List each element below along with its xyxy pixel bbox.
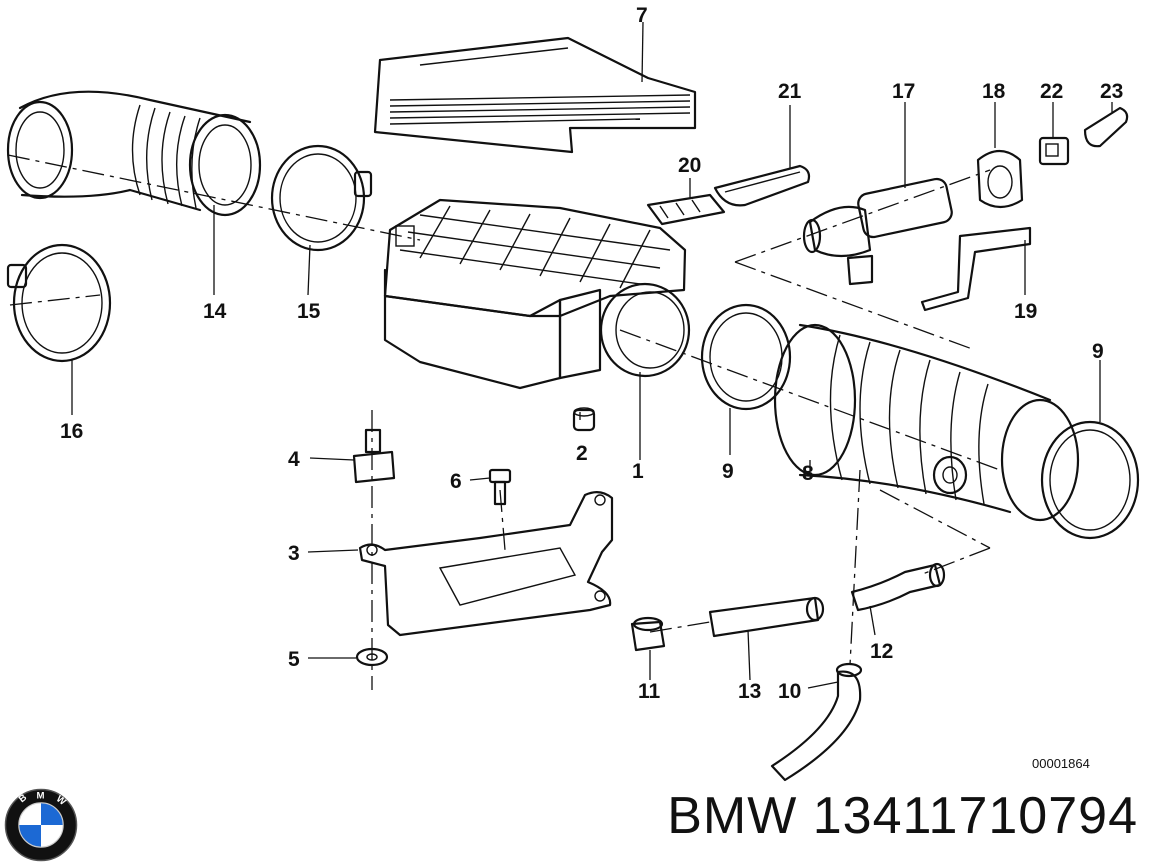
hose-clamp-9b [1040, 420, 1140, 540]
callout-3: 3 [288, 542, 300, 565]
bmw-logo-icon: B M W [4, 788, 78, 862]
callout-16: 16 [60, 420, 83, 443]
callout-1: 1 [632, 460, 644, 483]
mounting-bracket [358, 491, 614, 637]
diagram-reference-code: 00001864 [1032, 756, 1090, 771]
air-flow-meter [383, 198, 691, 390]
washer-5 [355, 647, 389, 667]
center-lines [7, 154, 1001, 690]
callout-18: 18 [982, 80, 1006, 103]
rubber-mount-4 [352, 428, 396, 484]
sensor-17 [802, 177, 953, 286]
hose-12 [850, 562, 946, 612]
cap-11 [630, 616, 666, 652]
part-number-caption: BMW 13411710794 [667, 787, 1138, 845]
holder-18 [976, 149, 1024, 209]
callout-12: 12 [870, 640, 893, 663]
plug-22 [1038, 136, 1070, 166]
callout-13: 13 [738, 680, 761, 703]
hose-clamp-16 [6, 243, 112, 363]
callout-23: 23 [1100, 80, 1123, 103]
callout-19: 19 [1014, 300, 1037, 323]
connector-20 [646, 193, 726, 226]
callout-17: 17 [892, 80, 915, 103]
air-filter-element [373, 36, 697, 154]
bushing-2 [572, 407, 596, 432]
callout-11: 11 [638, 680, 661, 703]
callout-14: 14 [203, 300, 227, 323]
callout-9b: 9 [1092, 340, 1104, 363]
hose-10 [770, 662, 863, 782]
svg-text:M: M [37, 790, 45, 801]
callout-2: 2 [576, 442, 588, 465]
boot-21 [713, 164, 811, 207]
callout-5: 5 [288, 648, 300, 671]
hose-clamp-9a [700, 303, 792, 411]
callout-9a: 9 [722, 460, 734, 483]
hose-clamp-15 [270, 144, 373, 252]
callout-20: 20 [678, 154, 701, 177]
screw-6 [488, 468, 512, 506]
intake-bellows-hose [773, 323, 1080, 522]
callout-10: 10 [778, 680, 801, 703]
callout-4: 4 [288, 448, 300, 471]
bracket-19 [920, 226, 1032, 312]
leader-lines [71, 21, 1113, 689]
callout-21: 21 [778, 80, 802, 103]
callout-8: 8 [802, 462, 814, 485]
boot-23 [1083, 106, 1129, 148]
callout-15: 15 [297, 300, 321, 323]
callout-6: 6 [450, 470, 462, 493]
intake-elbow-hose [6, 90, 262, 217]
callout-labels: 1 2 3 4 5 6 7 8 9 9 10 11 12 13 14 15 16… [60, 4, 1123, 703]
callout-22: 22 [1040, 80, 1063, 103]
hose-13 [708, 596, 825, 638]
callout-7: 7 [636, 4, 648, 27]
